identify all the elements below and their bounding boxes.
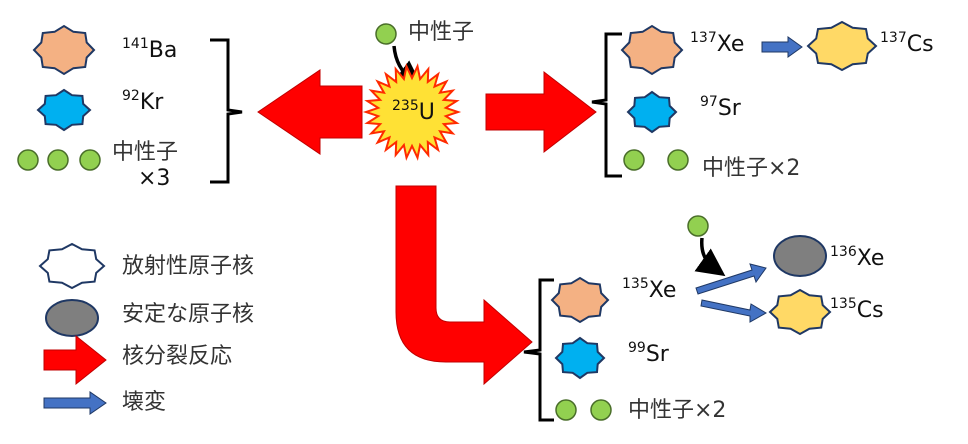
left-neutron-3	[79, 149, 101, 171]
strontium-97-nucleus	[626, 90, 678, 134]
right-neutron-2	[667, 149, 689, 171]
fission-arrow-right	[485, 70, 597, 154]
barium-label: 141Ba	[122, 37, 178, 63]
incoming-neutron-label: 中性子	[408, 20, 475, 45]
left-neutron-label-1: 中性子	[112, 140, 179, 165]
right-neutron-1	[623, 149, 645, 171]
bottom-neutrons-label: 中性子×2	[628, 398, 727, 423]
barium-symbol: Ba	[148, 38, 178, 63]
decay-arrow-xe-cs	[761, 36, 803, 58]
cesium-137-nucleus	[806, 20, 878, 72]
krypton-symbol: Kr	[139, 90, 164, 115]
xenon-135-label: 135Xe	[622, 277, 677, 303]
cesium-135-label: 135Cs	[830, 297, 884, 323]
strontium-99-label: 99Sr	[628, 341, 669, 367]
strontium-99-symbol: Sr	[645, 342, 669, 367]
left-neutron-2	[47, 149, 69, 171]
legend-stable-label: 安定な原子核	[122, 302, 255, 327]
uranium-mass: 235	[392, 98, 419, 114]
strontium-97-symbol: Sr	[717, 96, 741, 121]
krypton-mass: 92	[122, 88, 140, 104]
capture-neutron	[687, 215, 709, 237]
barium-nucleus	[32, 24, 96, 76]
xenon-137-label: 137Xe	[690, 31, 745, 57]
right-bracket	[591, 32, 622, 178]
barium-mass: 141	[122, 36, 149, 52]
xenon-136-mass: 136	[830, 244, 857, 260]
cesium-137-label: 137Cs	[880, 31, 934, 57]
xenon-137-symbol: Xe	[716, 32, 745, 57]
krypton-label: 92Kr	[122, 89, 164, 115]
legend-radioactive-icon	[38, 242, 106, 290]
xenon-136-stable-nucleus	[773, 235, 827, 277]
xenon-136-label: 136Xe	[830, 245, 885, 271]
decay-arrow-xe135-cs135	[700, 299, 767, 323]
uranium-label: 235U	[392, 99, 435, 125]
xenon-135-symbol: Xe	[648, 278, 677, 303]
legend-stable-icon	[45, 299, 99, 337]
xenon-136-symbol: Xe	[856, 246, 885, 271]
xenon-135-mass: 135	[622, 276, 649, 292]
legend-decay-icon	[43, 391, 107, 415]
capture-neutron-arrow	[694, 237, 726, 277]
xenon-135-nucleus	[550, 276, 610, 324]
bottom-bracket	[523, 278, 554, 422]
uranium-nucleus	[362, 63, 462, 161]
legend-radioactive-label: 放射性原子核	[122, 254, 255, 279]
legend-fission-icon	[43, 334, 107, 386]
strontium-97-mass: 97	[700, 94, 718, 110]
left-neutron-1	[17, 149, 39, 171]
cesium-135-symbol: Cs	[856, 298, 884, 323]
xenon-137-nucleus	[620, 24, 684, 76]
strontium-99-nucleus	[554, 336, 606, 380]
strontium-99-mass: 99	[628, 340, 646, 356]
right-neutrons-label: 中性子×2	[702, 156, 801, 181]
cesium-137-mass: 137	[880, 30, 907, 46]
incoming-neutron	[375, 23, 397, 45]
decay-arrow-xe135-xe136	[695, 263, 767, 295]
fission-arrow-down	[395, 185, 533, 386]
xenon-137-mass: 137	[690, 30, 717, 46]
cesium-137-symbol: Cs	[906, 32, 934, 57]
krypton-nucleus	[36, 88, 92, 132]
strontium-97-label: 97Sr	[700, 95, 741, 121]
cesium-135-nucleus	[768, 288, 832, 336]
legend-fission-label: 核分裂反応	[122, 344, 233, 369]
legend-decay-label: 壊変	[122, 390, 167, 415]
left-neutron-label-2: ×3	[138, 166, 171, 191]
bottom-neutron-1	[555, 399, 577, 421]
left-bracket	[210, 38, 243, 184]
uranium-symbol: U	[418, 100, 435, 125]
bottom-neutron-2	[590, 399, 612, 421]
fission-arrow-left	[257, 69, 363, 155]
cesium-135-mass: 135	[830, 296, 857, 312]
